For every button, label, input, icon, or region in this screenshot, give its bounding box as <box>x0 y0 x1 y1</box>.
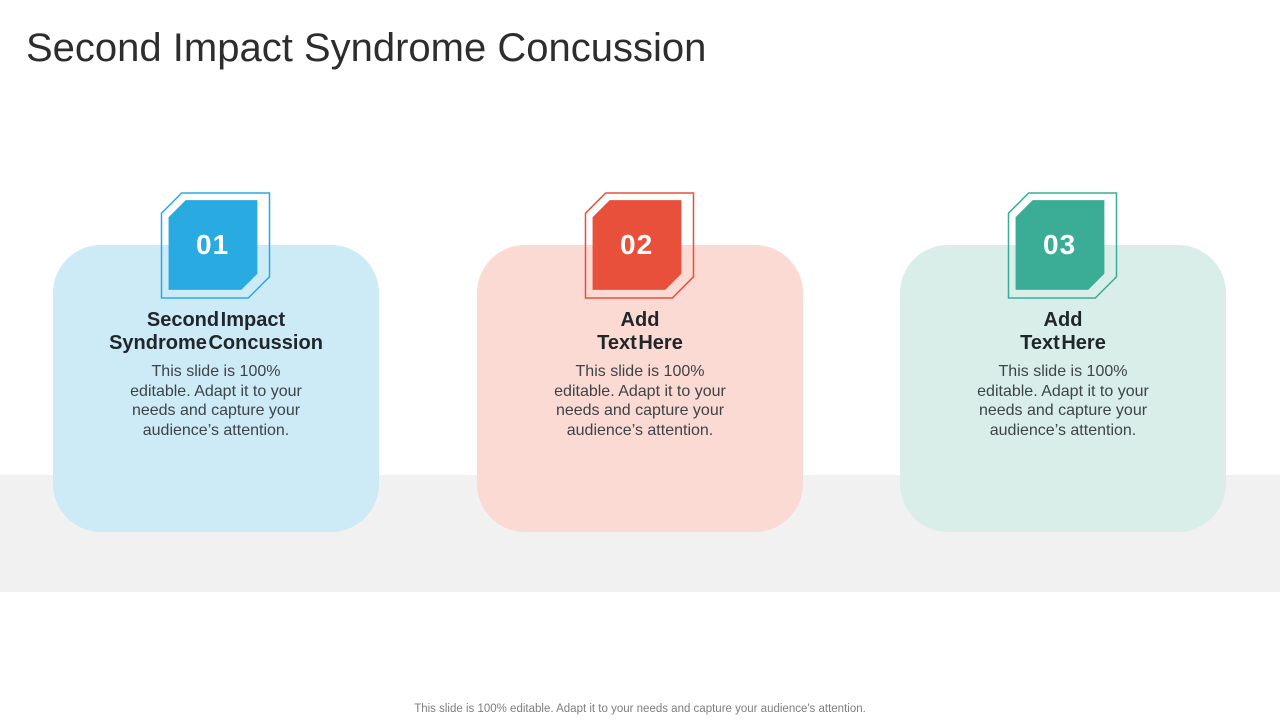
chamfered-square-icon <box>160 192 271 299</box>
card-01: 01 Second Impact Syndrome Concussion Thi… <box>53 192 379 532</box>
footer-note: This slide is 100% editable. Adapt it to… <box>414 703 866 715</box>
badge-number: 01 <box>196 228 230 260</box>
card-heading-line1: Add <box>620 309 660 331</box>
card-heading-line1: Second Impact <box>146 309 286 331</box>
badge-03: 03 <box>1007 192 1119 300</box>
badge-number: 02 <box>620 228 654 260</box>
card-heading: Add Text Here <box>900 309 1226 355</box>
chamfered-square-icon <box>584 192 695 299</box>
card-heading-line2: Text Here <box>597 332 683 354</box>
badge-01: 01 <box>160 192 272 300</box>
chamfered-square-icon <box>1007 192 1118 299</box>
card-03: 03 Add Text Here This slide is 100% edit… <box>900 192 1226 532</box>
card-heading: Second Impact Syndrome Concussion <box>53 309 379 355</box>
card-02: 02 Add Text Here This slide is 100% edit… <box>477 192 803 532</box>
badge-02: 02 <box>584 192 696 300</box>
card-body: This slide is 100% editable. Adapt it to… <box>554 363 726 439</box>
card-heading-line2: Syndrome Concussion <box>109 332 323 354</box>
card-heading-line1: Add <box>1043 309 1083 331</box>
card-body: This slide is 100% editable. Adapt it to… <box>130 363 302 439</box>
badge-number: 03 <box>1043 228 1077 260</box>
card-heading: Add Text Here <box>477 309 803 355</box>
card-heading-line2: Text Here <box>1020 332 1106 354</box>
page-title: Second Impact Syndrome Concussion <box>26 26 707 70</box>
card-body: This slide is 100% editable. Adapt it to… <box>977 363 1149 439</box>
